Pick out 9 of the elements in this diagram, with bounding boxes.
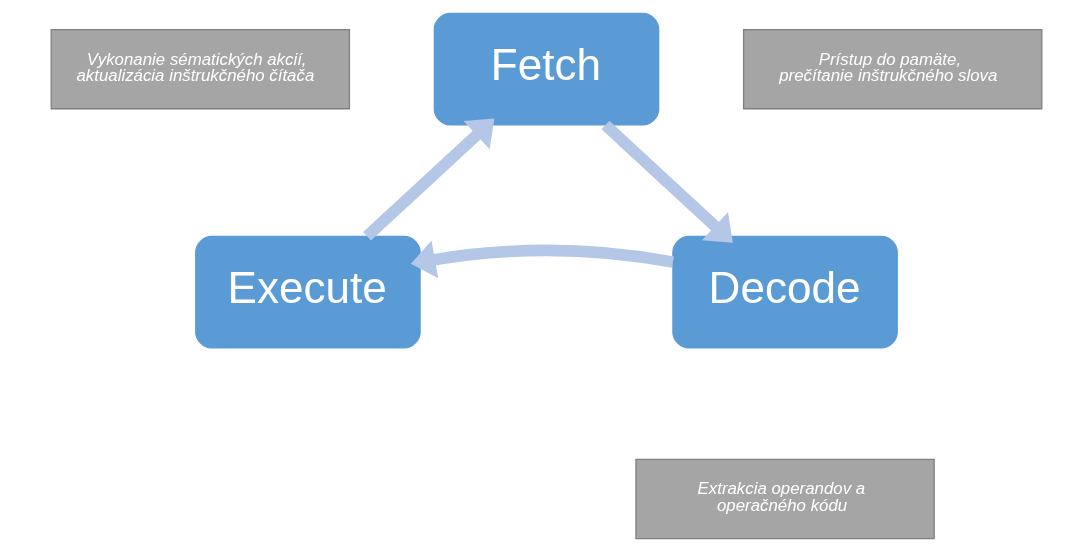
arrow bbox=[410, 240, 674, 279]
arrow bbox=[362, 118, 494, 241]
node-box: Fetch bbox=[433, 12, 659, 126]
node-box: Decode bbox=[671, 235, 898, 349]
node-box: Extrakcia operandov a operačného kódu bbox=[634, 458, 935, 540]
node-box: Prístup do pamäte, prečítanie inštrukčného slova bbox=[742, 29, 1042, 110]
node-box: Vykonanie sématických akcií, aktualizácia inštrukčného čítača bbox=[50, 29, 350, 110]
node-box: Execute bbox=[194, 235, 421, 349]
arrow bbox=[601, 120, 733, 243]
